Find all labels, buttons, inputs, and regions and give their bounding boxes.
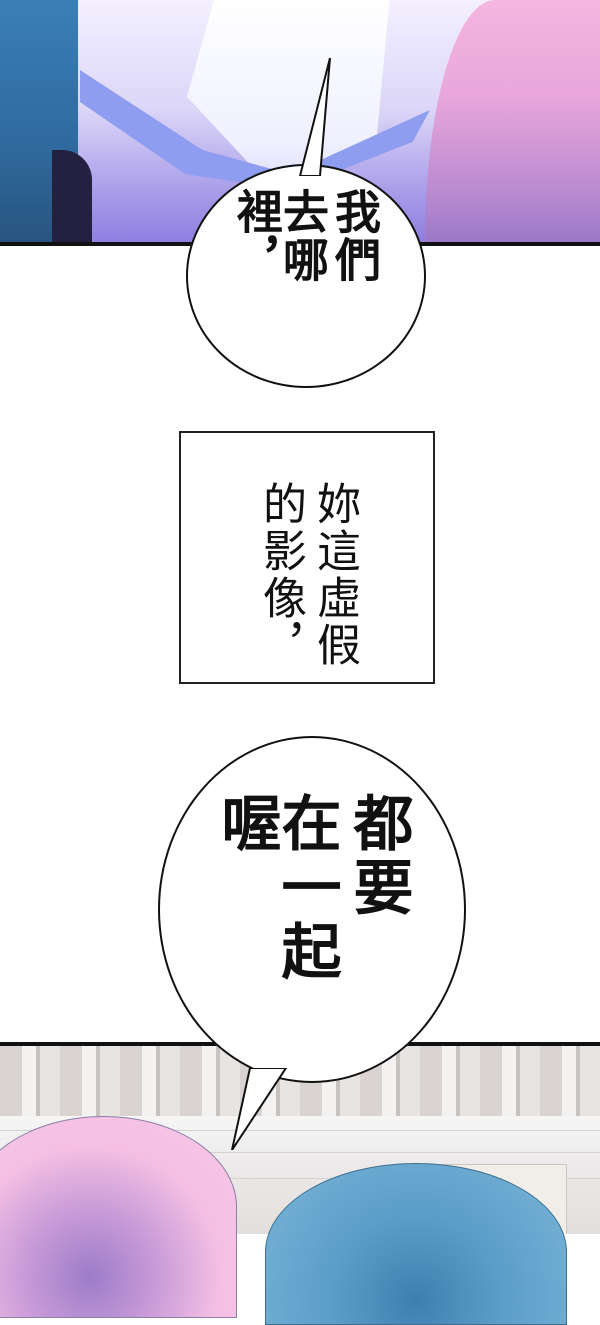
bubble-2-column-2: 在一起喔 bbox=[211, 792, 341, 984]
bubble-2-column-1: 都要 bbox=[343, 792, 413, 920]
speech-tail-icon bbox=[298, 58, 331, 176]
pink-hair-art bbox=[425, 0, 600, 242]
narration-box: 妳這虛假 的影像， bbox=[179, 431, 435, 684]
narration-column-2: 的影像， bbox=[255, 481, 306, 669]
terrace-line bbox=[0, 1152, 600, 1153]
terrace-line bbox=[0, 1130, 600, 1131]
bubble-1-column-1: 我們 bbox=[328, 188, 382, 284]
bubble-1-column-2: 去哪裡， bbox=[230, 188, 330, 284]
speech-bubble-2-text: 都要 在一起喔 bbox=[160, 792, 464, 1042]
speech-bubble-2: 都要 在一起喔 bbox=[158, 736, 466, 1083]
dark-cloth-art bbox=[52, 150, 92, 242]
speech-bubble-1-text: 我們 去哪裡， bbox=[188, 188, 424, 378]
pink-haired-head-art bbox=[0, 1116, 237, 1318]
speech-bubble-1: 我們 去哪裡， bbox=[186, 164, 426, 388]
narration-text: 妳這虛假 的影像， bbox=[181, 481, 433, 669]
narration-column-1: 妳這虛假 bbox=[309, 481, 360, 669]
terrace-line bbox=[0, 1178, 600, 1179]
speech-tail-icon bbox=[231, 1068, 288, 1150]
top-panel bbox=[0, 0, 600, 246]
